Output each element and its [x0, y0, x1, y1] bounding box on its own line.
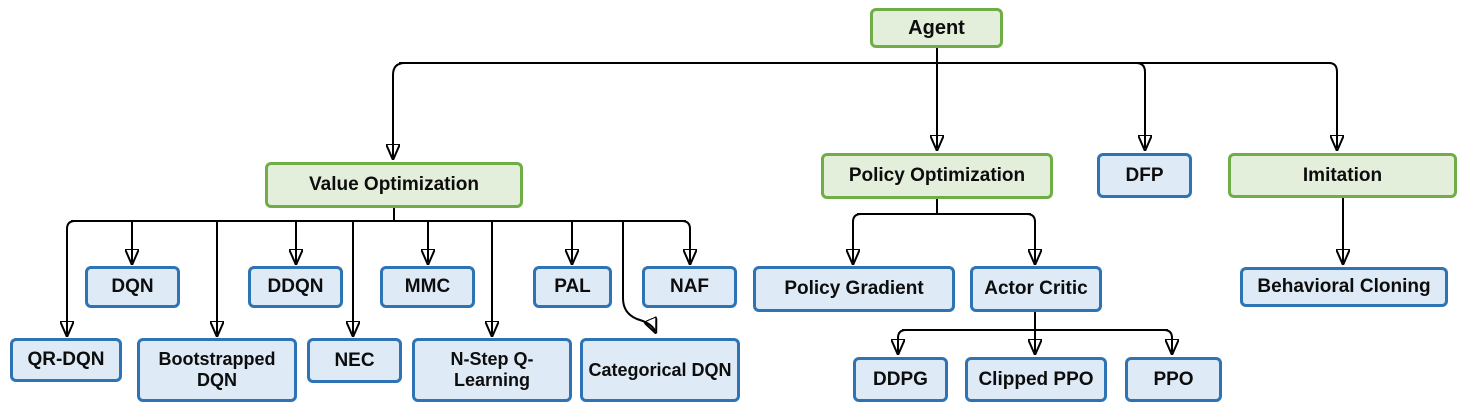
node-ddqn: DDQN [248, 266, 343, 308]
node-dfp: DFP [1097, 153, 1192, 198]
node-dqn: DQN [85, 266, 180, 308]
node-ddpg: DDPG [853, 357, 948, 402]
node-imitation: Imitation [1228, 153, 1457, 198]
node-clipped-ppo: Clipped PPO [965, 357, 1107, 402]
node-categorical-dqn: Categorical DQN [580, 338, 740, 402]
node-naf: NAF [642, 266, 737, 308]
node-ppo: PPO [1125, 357, 1222, 402]
node-policy-optimization: Policy Optimization [821, 153, 1053, 199]
node-pal: PAL [533, 266, 612, 308]
node-qr-dqn: QR-DQN [10, 338, 122, 382]
node-agent: Agent [870, 8, 1003, 48]
node-policy-gradient: Policy Gradient [753, 266, 955, 312]
node-behavioral-cloning: Behavioral Cloning [1240, 267, 1448, 307]
node-actor-critic: Actor Critic [970, 266, 1102, 312]
node-nec: NEC [307, 338, 402, 383]
node-value-optimization: Value Optimization [265, 162, 523, 208]
node-bootstrapped-dqn: Bootstrapped DQN [137, 338, 297, 402]
node-mmc: MMC [380, 266, 475, 308]
node-n-step-q-learning: N-Step Q-Learning [412, 338, 572, 402]
